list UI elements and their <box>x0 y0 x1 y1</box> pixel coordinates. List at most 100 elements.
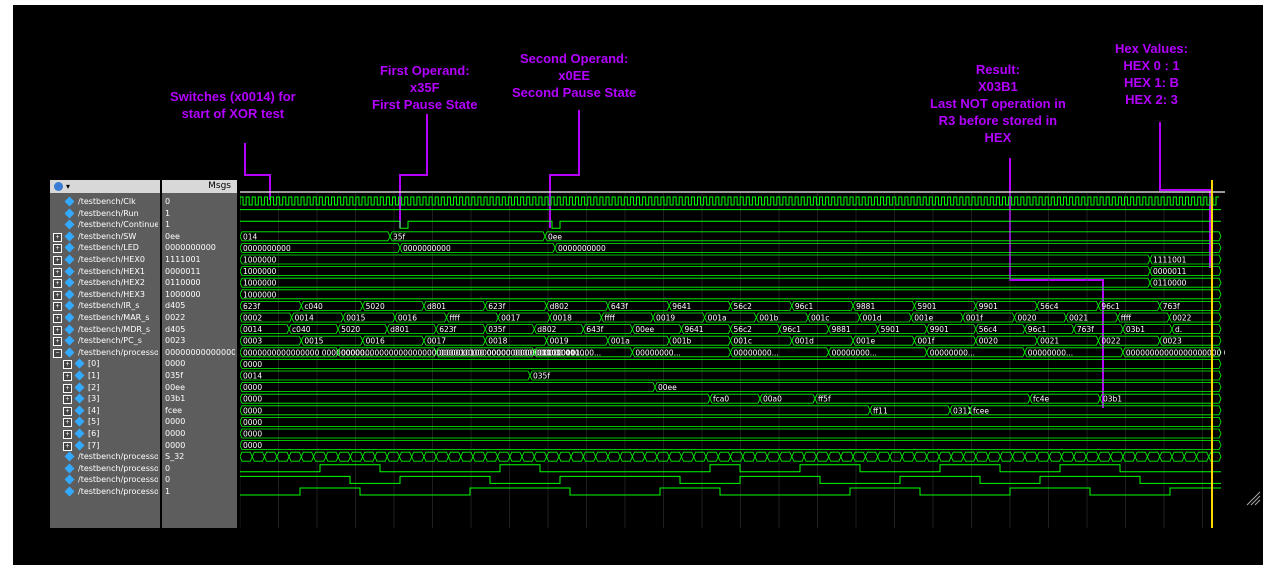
annotation-line: X03B1 <box>978 79 1018 94</box>
mar-bus-label: ffff <box>1121 314 1132 323</box>
ir-bus-label: c040 <box>304 302 323 311</box>
signal-name[interactable]: /testbench/IR_s <box>78 301 140 311</box>
signal-icon <box>64 324 75 335</box>
sw-bus-label: 014 <box>243 232 258 241</box>
r7-bus-segment <box>240 440 1222 450</box>
r4-bus-label: 0000 <box>243 406 262 415</box>
state-bus-segment <box>1146 451 1161 462</box>
signal-name[interactable]: [7] <box>88 440 100 450</box>
mdr-bus-label: 5901 <box>881 325 900 334</box>
signal-name[interactable]: /testbench/Run <box>78 208 139 218</box>
mdr-bus-label: 0014 <box>243 325 262 334</box>
signal-value: fcee <box>165 405 183 415</box>
pointer-first-operand <box>399 114 428 228</box>
expand-toggle-icon[interactable]: + <box>63 383 72 393</box>
signal-name[interactable]: /testbench/processo... <box>78 475 158 485</box>
ir-bus-label: 5901 <box>917 302 936 311</box>
signal-name[interactable]: /testbench/Continue <box>78 220 158 230</box>
state-bus-segment <box>251 451 265 462</box>
expand-toggle-icon[interactable]: + <box>53 244 62 254</box>
signal-name[interactable]: /testbench/SW <box>78 231 137 241</box>
signal-icon <box>74 416 85 427</box>
annotation-result: Result: X03B1 Last NOT operation in R3 b… <box>930 61 1066 146</box>
signal-name[interactable]: /testbench/processo... <box>78 347 158 357</box>
expand-toggle-icon[interactable]: + <box>53 337 62 347</box>
expand-toggle-icon[interactable]: + <box>53 267 62 277</box>
signal-name[interactable]: /testbench/MDR_s <box>78 324 151 334</box>
expand-toggle-icon[interactable]: + <box>63 406 72 416</box>
expand-toggle-icon[interactable]: + <box>53 256 62 265</box>
annotation-line: Last NOT operation in <box>930 96 1066 111</box>
pc-bus-label: 001c <box>734 337 752 346</box>
expand-toggle-icon[interactable]: + <box>63 395 72 405</box>
state-bus-segment <box>423 451 437 462</box>
signal-name[interactable]: [1] <box>88 371 100 380</box>
expand-toggle-icon[interactable]: + <box>63 372 72 381</box>
dropdown-icon[interactable]: ▾ <box>66 182 71 191</box>
r6-bus-segment <box>240 428 1222 439</box>
state-bus-segment <box>766 451 780 462</box>
mar-bus-segment <box>1168 312 1222 323</box>
annotation-line: First Operand: <box>379 63 470 78</box>
signal-name[interactable]: /testbench/HEX1 <box>78 266 145 276</box>
hex1-bus-label: 0000011 <box>1153 267 1187 276</box>
state-bus-segment <box>288 451 302 462</box>
expand-toggle-icon[interactable]: + <box>63 441 72 451</box>
state-bus-segment <box>754 451 768 462</box>
r1-bus-segment <box>529 370 1222 381</box>
expand-toggle-icon[interactable]: + <box>53 290 62 300</box>
signal-name[interactable]: [4] <box>88 405 100 415</box>
expand-toggle-icon[interactable]: + <box>53 232 62 242</box>
signal-name[interactable]: [0] <box>88 359 100 369</box>
r2-bus-label: 0000 <box>243 383 262 392</box>
expand-toggle-icon[interactable]: + <box>53 302 62 312</box>
signal-icon <box>64 486 75 497</box>
signal-name[interactable]: /testbench/MAR_s <box>78 313 150 322</box>
signal-name[interactable]: /testbench/PC_s <box>78 336 142 346</box>
signal-name[interactable]: /testbench/processo... <box>78 452 158 462</box>
ir-bus-label: 643f <box>611 302 628 311</box>
signal-value: 0000 <box>165 429 186 438</box>
signal-name[interactable]: [3] <box>88 394 100 404</box>
r3-bus-label: 0000 <box>243 395 262 404</box>
expand-toggle-icon[interactable]: + <box>63 360 72 370</box>
mar-bus-label: 0018 <box>553 314 572 323</box>
state-bus-segment <box>1036 451 1050 462</box>
state-bus-segment <box>730 451 744 462</box>
signal-name[interactable]: /testbench/HEX2 <box>78 278 145 288</box>
control-waveform <box>240 475 1221 484</box>
mar-bus-label: 0019 <box>656 314 675 323</box>
signal-name[interactable]: /testbench/HEX3 <box>78 289 145 299</box>
expand-toggle-icon[interactable]: + <box>63 430 72 439</box>
signal-name[interactable]: /testbench/Clk <box>78 197 136 206</box>
signal-icon <box>64 347 75 358</box>
signal-icon <box>64 219 75 230</box>
signal-name[interactable]: [2] <box>88 382 100 392</box>
expand-toggle-icon[interactable]: − <box>53 348 62 358</box>
signal-name[interactable]: /testbench/processo... <box>78 487 158 496</box>
state-bus-segment <box>595 451 609 462</box>
state-bus-segment <box>705 451 719 462</box>
signal-name[interactable]: /testbench/HEX0 <box>78 255 145 264</box>
expand-toggle-icon[interactable]: + <box>53 279 62 289</box>
msgs-label: Msgs <box>208 181 231 191</box>
signal-name[interactable]: [6] <box>88 429 100 438</box>
r3-bus-segment <box>814 393 1031 404</box>
signal-name[interactable]: /testbench/LED <box>78 243 139 253</box>
signal-value: 1 <box>165 487 171 496</box>
annotation-line: x35F <box>409 80 440 95</box>
pc-bus-label: 001b <box>672 337 691 346</box>
signal-value: 0000011 <box>165 266 201 276</box>
annotation-line: start of XOR test <box>181 106 285 121</box>
signal-panel-header: ▾ <box>50 180 160 193</box>
wave-menu-icon[interactable] <box>54 182 63 191</box>
expand-toggle-icon[interactable]: + <box>63 418 72 428</box>
expand-toggle-icon[interactable]: + <box>53 325 62 335</box>
signal-value: 0023 <box>165 336 186 346</box>
expand-toggle-icon[interactable]: + <box>53 314 62 323</box>
signal-name[interactable]: [5] <box>88 417 100 427</box>
resize-grip-icon[interactable] <box>1245 490 1261 506</box>
signal-name[interactable]: /testbench/processo... <box>78 463 158 473</box>
